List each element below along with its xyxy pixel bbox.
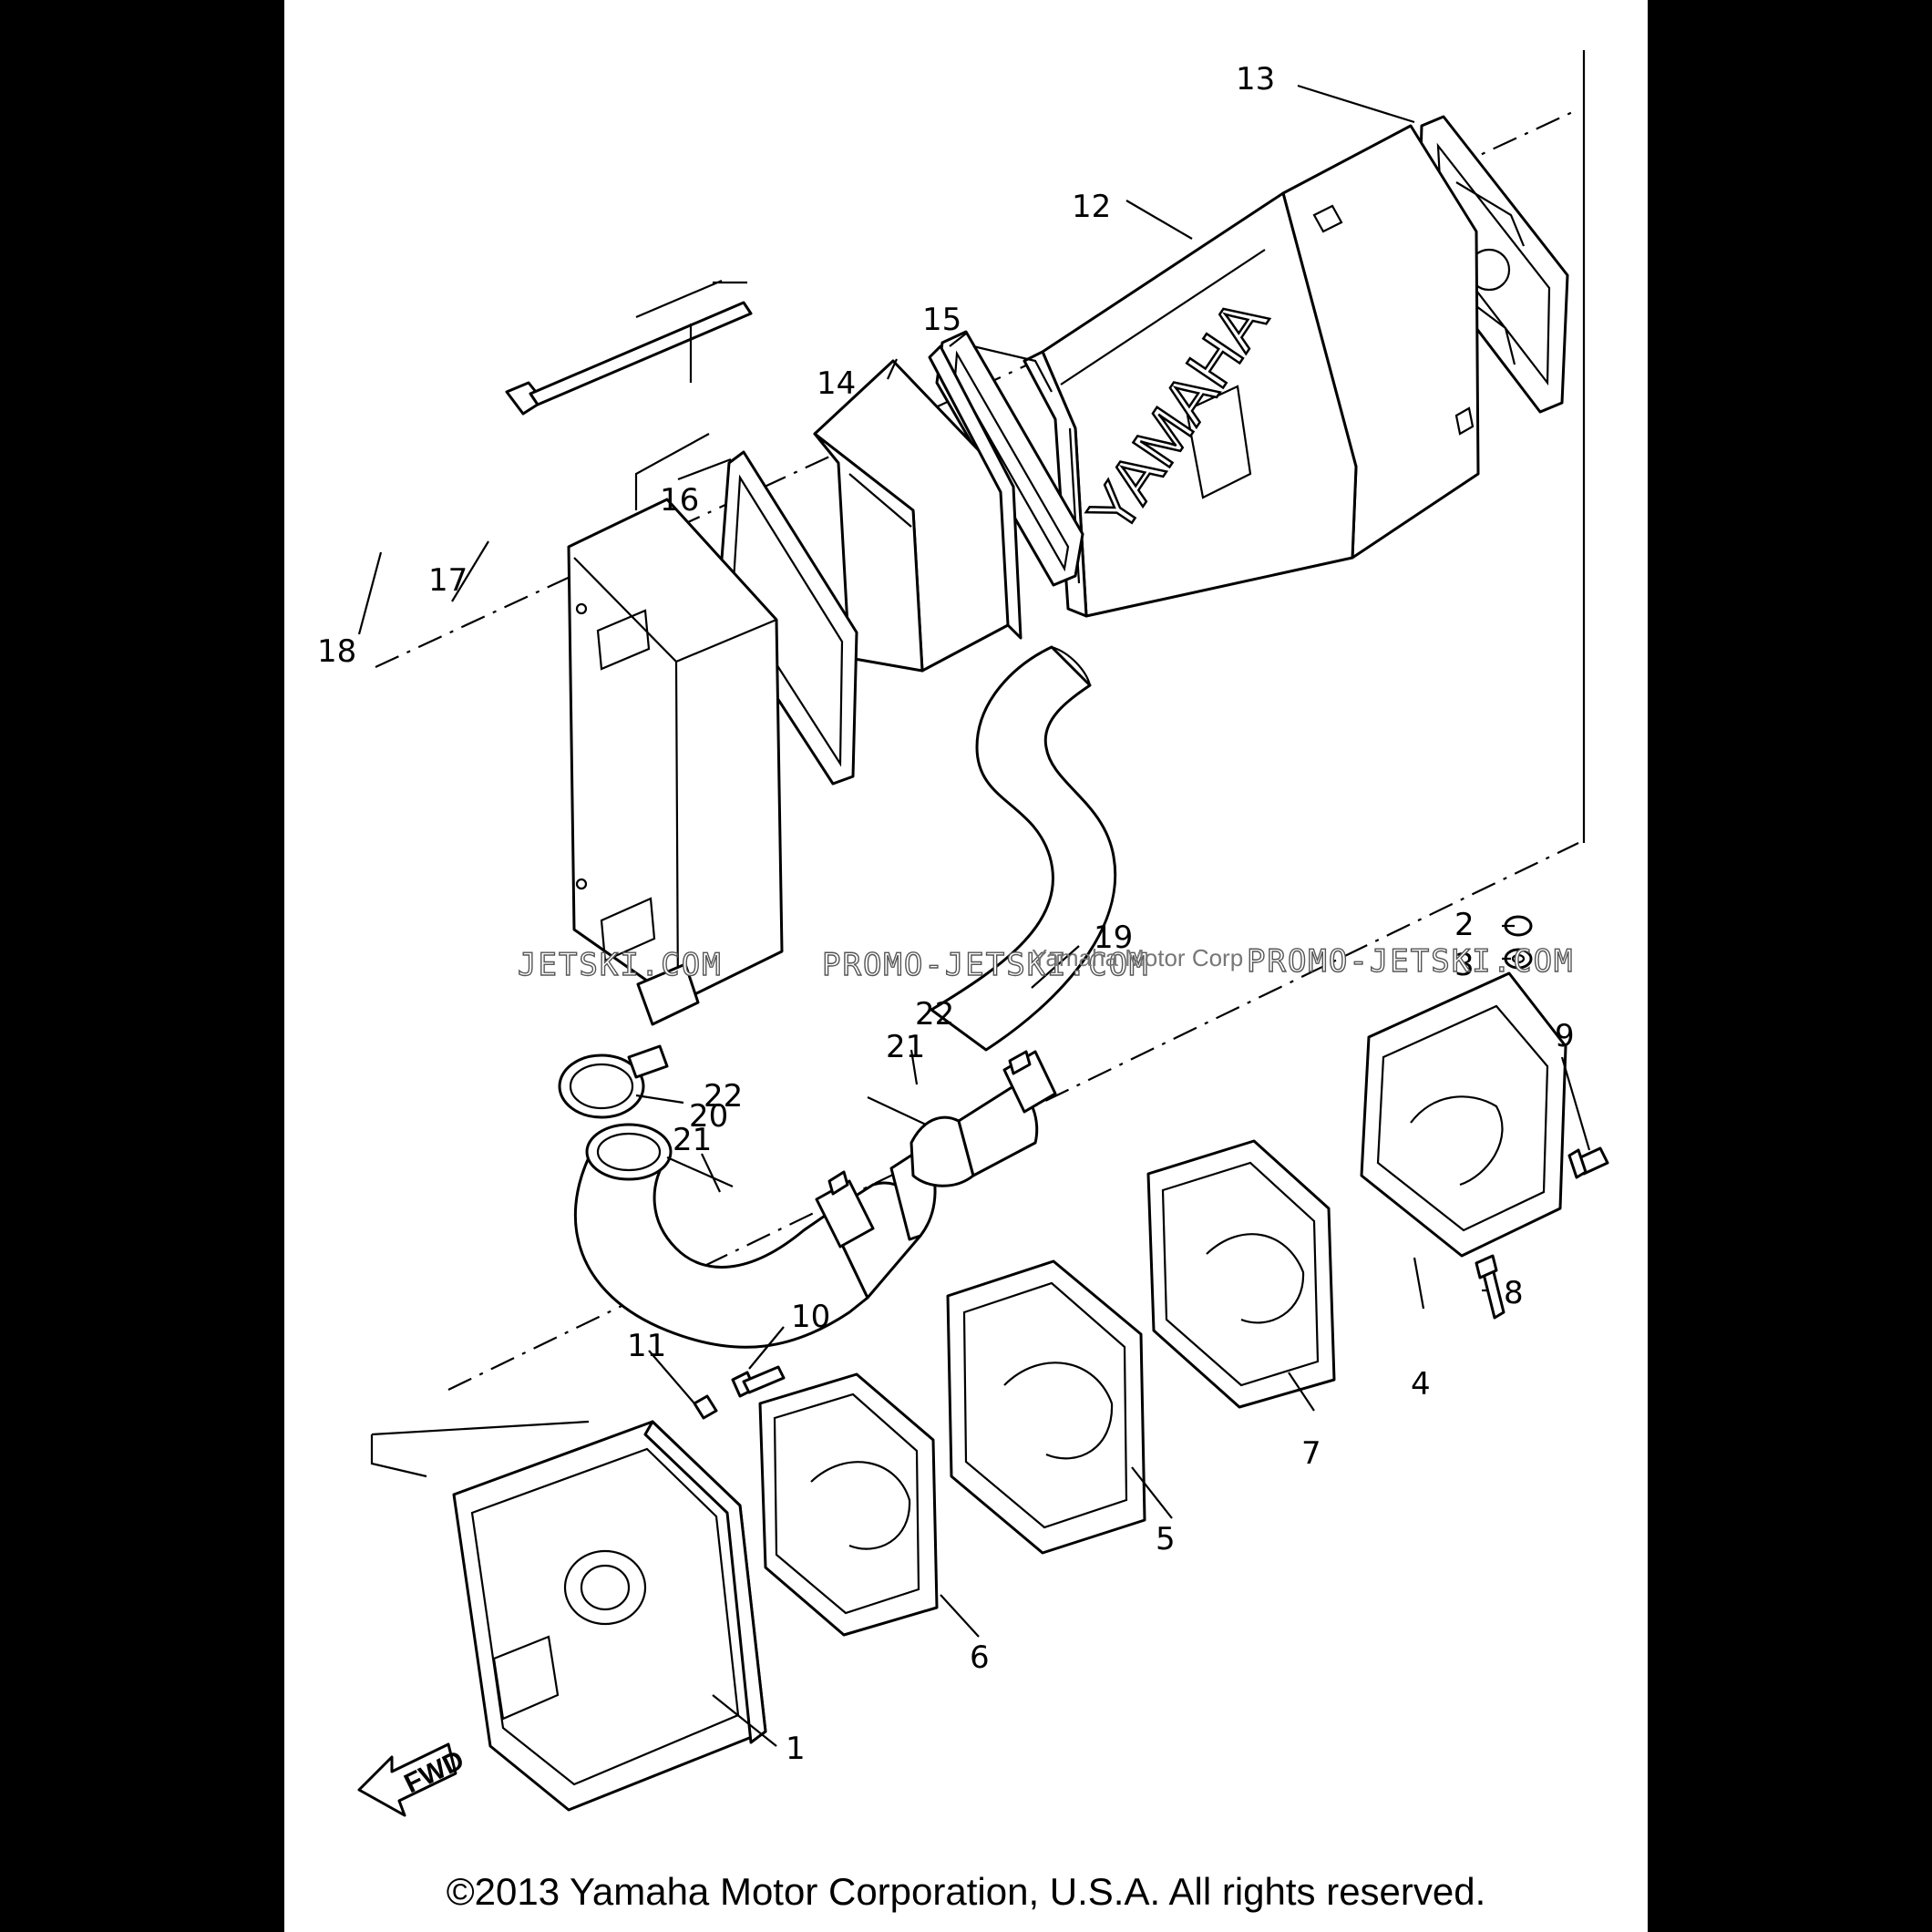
part-1-housing — [370, 1420, 767, 1812]
watermarks: JETSKI.COM PROMO-JETSKI.COM PROMO-JETSKI… — [517, 942, 1575, 983]
callout-22a: 22 — [704, 1078, 743, 1115]
callout-3: 3 — [1454, 947, 1475, 983]
part-14-chamber — [813, 344, 1023, 673]
part-18-bolt — [505, 279, 753, 510]
part-15-gasket — [935, 330, 1084, 587]
copyright-notice: ©2013 Yamaha Motor Corporation, U.S.A. A… — [446, 1870, 1486, 1913]
callout-13: 13 — [1236, 61, 1275, 98]
watermark-center: PROMO-JETSKI.COM — [822, 947, 1150, 983]
callout-labels: 1 2 3 4 5 6 7 8 9 10 11 12 13 14 15 16 1… — [317, 61, 1575, 1767]
part-4-cover — [1360, 971, 1567, 1258]
watermark-right: PROMO-JETSKI.COM — [1247, 943, 1575, 980]
callout-2: 2 — [1454, 907, 1475, 943]
diagram-sheet: YAMAHA — [284, 0, 1648, 1932]
callout-15: 15 — [922, 302, 961, 338]
part-5-plate — [946, 1259, 1146, 1555]
callout-17: 17 — [428, 562, 468, 599]
callout-18: 18 — [317, 633, 356, 670]
callout-21a: 21 — [673, 1122, 712, 1158]
part-10-11-bolt-washer — [693, 1365, 786, 1420]
part-17-front-chamber — [567, 498, 784, 1026]
callout-7: 7 — [1301, 1435, 1321, 1472]
part-7-plate — [1146, 1139, 1336, 1409]
callout-14: 14 — [817, 365, 856, 402]
watermark-overlay: Yamaha Motor Corp — [1032, 944, 1243, 971]
part-20-clamp — [558, 1044, 669, 1119]
watermark-left: JETSKI.COM — [518, 947, 723, 983]
part-8-9-bolts — [1475, 1146, 1609, 1320]
part-19-hose — [930, 645, 1117, 1052]
part-21-22-clamps — [815, 1050, 1057, 1249]
callout-4: 4 — [1411, 1366, 1431, 1403]
callout-6: 6 — [970, 1639, 990, 1676]
fwd-arrow: FWD — [357, 1742, 468, 1817]
callout-1: 1 — [786, 1731, 806, 1767]
callout-5: 5 — [1156, 1521, 1176, 1557]
callout-20: 20 — [689, 1098, 728, 1135]
callout-21b: 21 — [886, 1029, 925, 1065]
callout-11: 11 — [627, 1328, 666, 1364]
leader-lines — [357, 84, 1591, 1747]
callout-9: 9 — [1555, 1018, 1575, 1054]
callout-22b: 22 — [915, 996, 954, 1033]
callout-10: 10 — [791, 1299, 830, 1335]
callout-19: 19 — [1094, 920, 1133, 956]
callout-12: 12 — [1072, 189, 1111, 225]
part-6-plate — [758, 1372, 939, 1637]
exploded-parts-diagram: YAMAHA — [317, 50, 1609, 1817]
callout-16: 16 — [660, 482, 699, 519]
callout-8: 8 — [1504, 1275, 1524, 1311]
